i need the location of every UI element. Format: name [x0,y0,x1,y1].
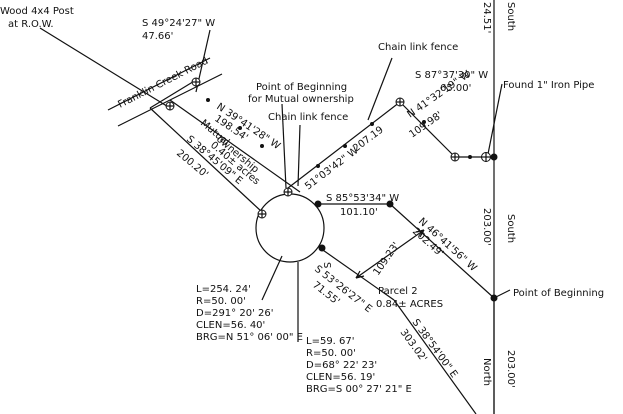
wood-post-marker [165,101,175,111]
north-label: North [481,358,492,386]
corner-point [490,153,498,161]
dimension-arrow [415,229,425,238]
bearing-label: S 49°24'27" W [142,18,215,29]
distance-label: 47.66' [142,31,173,42]
curve1-bearing: BRG=N 51° 06' 00" E [196,332,303,343]
curve2-delta: D=68° 22' 23' [306,360,377,371]
curve1-leader [261,255,283,301]
dimension-label: 109.23' [371,240,402,277]
curve1-delta: D=291° 20' 26' [196,308,273,319]
curve2-length: L=59. 67' [306,336,355,347]
parcel-acres-label: 0.84± ACRES [376,299,443,310]
curve2-radius: R=50. 00' [306,348,356,359]
line-n46 [389,203,495,299]
iron-pipe-leader [487,83,503,155]
line-frontage [149,79,197,109]
chain-link-top-leader [367,57,393,121]
survey-marker [450,152,460,162]
fence-post-dot [238,126,242,130]
dimension-line-109 [355,229,425,279]
dimension-arrow [355,270,365,279]
post-leader-line [39,27,171,109]
line-n41 [399,101,456,158]
distance-label: 24.51' [481,2,492,33]
distance-label: 203.00' [481,208,492,246]
corner-point [314,200,322,208]
line-s38-west [149,107,263,213]
post-label: at R.O.W. [8,19,54,30]
iron-pipe-label: Found 1" Iron Pipe [503,80,594,91]
road-row-line-upper [107,57,211,111]
chain-link-label: Chain link fence [268,112,348,123]
pob-point [490,294,498,302]
fence-post-dot [316,164,320,168]
survey-marker [191,77,201,87]
fence-post-dot [206,98,210,102]
survey-marker [283,187,293,197]
survey-marker [257,209,267,219]
survey-marker [395,97,405,107]
bearing-label: S 87°37'30" W [415,70,488,81]
chain-link-mid-leader [297,124,301,187]
pob-mutual-label: for Mutual ownership [248,94,354,105]
corner-point [386,200,394,208]
line-n39-west [169,99,301,193]
chain-link-label: Chain link fence [378,42,458,53]
curve2-bearing: BRG=S 00° 27' 21" E [306,384,412,395]
distance-label: 101.10' [340,207,378,218]
iron-pipe-marker [481,152,491,162]
fence-post-dot [468,155,472,159]
post-label: Wood 4x4 Post [0,6,74,17]
south-label: South [505,214,516,243]
pob-mutual-label: Point of Beginning [256,82,347,93]
corner-point [318,244,326,252]
distance-label: 65.00' [440,83,471,94]
parcel-label: Parcel 2 [378,286,418,297]
curve-label: S [321,262,332,268]
curve1-radius: R=50. 00' [196,296,246,307]
line-s38-bottom [393,299,477,414]
line-s53 [319,247,395,301]
bearing-label: S 85°53'34" W [326,193,399,204]
south-label: South [505,2,516,31]
fence-post-dot [422,120,426,124]
distance-label: 207.19 [351,125,386,155]
bearing-label: 51°03'42" W [303,145,360,192]
distance-label: 203.00' [505,350,516,388]
fence-post-dot [343,144,347,148]
curve2-chord: CLEN=56. 19' [306,372,375,383]
pob-label: Point of Beginning [513,288,604,299]
curve1-chord: CLEN=56. 40' [196,320,265,331]
cul-de-sac-curve [255,193,325,263]
fence-post-dot [370,122,374,126]
fence-post-dot [260,144,264,148]
pob-mutual-leader [281,103,287,189]
curve1-length: L=254. 24' [196,284,251,295]
